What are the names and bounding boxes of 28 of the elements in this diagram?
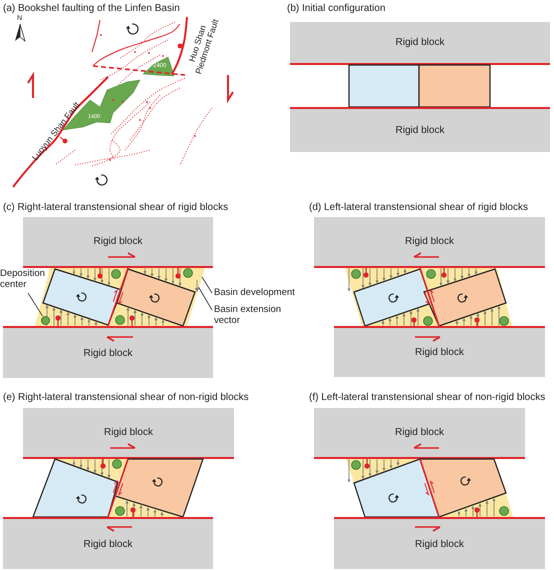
rigid-block: Rigid block	[3, 326, 213, 378]
rigid-block: Rigid block	[314, 408, 525, 459]
rigid-block: Rigid block	[3, 517, 213, 569]
annotation-label: Deposition center	[0, 268, 46, 290]
rigid-block: Rigid block	[314, 217, 545, 268]
leader-line	[28, 292, 43, 317]
rigid-block: Rigid block	[334, 326, 545, 377]
tilted-block	[418, 267, 508, 327]
panel-title: (c) Right-lateral transtensional shear of rigid blocks	[3, 202, 228, 214]
panel-title: (b) Initial configuration	[287, 3, 386, 15]
panel-title: (e) Right-lateral transtensional shear of non-rigid blocks	[3, 392, 249, 404]
tilted-block	[417, 64, 492, 108]
rigid-block: Rigid block	[23, 217, 213, 268]
leader-line	[202, 276, 212, 294]
panel-title: (a) Bookshel faulting of the Linfen Basin	[3, 3, 180, 15]
rigid-block: Rigid block	[334, 517, 545, 569]
panel-title: (f) Left-lateral transtensional shear of non-rigid blocks	[309, 392, 546, 404]
annotation-label: Basin extension vector	[214, 304, 282, 326]
annotation-label: Basin development	[214, 287, 296, 298]
rigid-block: Rigid block	[23, 408, 234, 459]
rigid-block: Rigid block	[290, 107, 550, 152]
tilted-block	[418, 458, 508, 518]
leader-line	[198, 286, 212, 310]
rigid-block: Rigid block	[290, 22, 550, 65]
tilted-block	[106, 267, 197, 327]
tilted-block	[106, 458, 205, 518]
tilted-block	[347, 64, 421, 108]
panel-title: (d) Left-lateral transtensional shear of rigid blocks	[309, 202, 528, 214]
